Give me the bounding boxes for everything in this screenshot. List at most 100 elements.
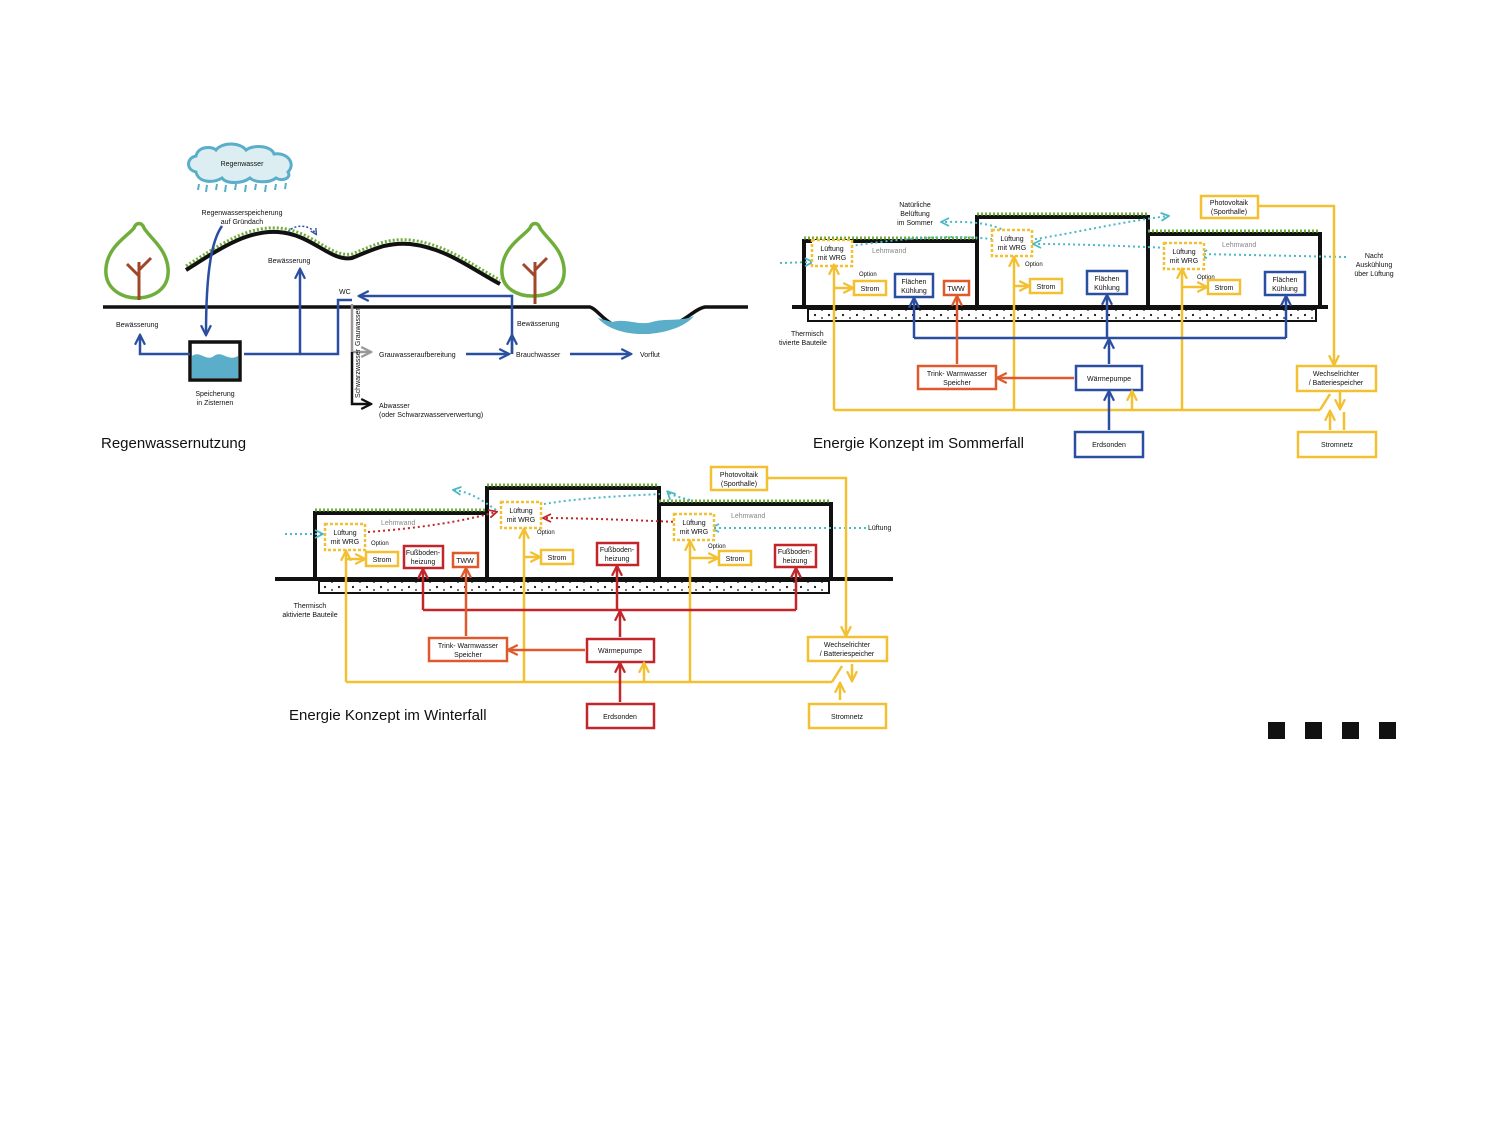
strom-label: Strom [1215, 285, 1234, 292]
vent-label: mit WRG [998, 245, 1026, 252]
summer-heatpump-box [1074, 364, 1144, 392]
summer-slab [807, 308, 1317, 322]
pv-label: Photovoltaik [720, 472, 759, 479]
vent-label: Lüftung [682, 520, 705, 527]
winter-caption: Energie Konzept im Winterfall [289, 707, 487, 724]
option-label: Option [708, 544, 726, 550]
boreholes-label: Erdsonden [603, 714, 637, 721]
pv-label: Photovoltaik [1210, 200, 1249, 207]
option-label: Option [537, 530, 555, 536]
inverter-label: / Batteriespeicher [1309, 380, 1364, 387]
cooling-label: Flächen [902, 279, 927, 286]
waste-label-2: (oder Schwarzwasserverwertung) [379, 412, 483, 419]
natural-vent-label: Belüftung [900, 211, 930, 218]
summer-cooling-flows [914, 296, 1286, 430]
floor-heating-label: Fußboden- [406, 550, 441, 557]
winter-floor-heating-3: Fußboden- heizung [773, 543, 818, 569]
green-roof-hills [184, 229, 501, 286]
heatpump-label: Wärmepumpe [1087, 376, 1131, 383]
cooling-label: Kühlung [1272, 286, 1298, 293]
pond [598, 316, 694, 334]
winter-exhaust-flows [367, 512, 679, 533]
tree-icon-left [104, 221, 170, 300]
winter-diagram: Lüftung mit WRG Lüftung mit WRG Lüftung … [275, 465, 893, 730]
winter-slab [318, 580, 830, 594]
dhw-label: Speicher [943, 380, 971, 387]
blackwater-label: Schwarzwasser [355, 348, 362, 398]
vent-label: Lüftung [509, 508, 532, 515]
winter-buildings [313, 486, 833, 578]
winter-heating-flows [423, 567, 796, 702]
irrigation-hill-label: Bewässerung [268, 258, 311, 265]
summer-boreholes-box [1073, 430, 1145, 459]
cistern-label-2: in Zisternen [197, 400, 234, 407]
rain-flows [140, 225, 630, 354]
winter-vent-3: Lüftung mit WRG [672, 512, 716, 542]
tww-label: TWW [456, 558, 474, 565]
cloud-icon: Regenwasser [187, 142, 293, 184]
cooling-label: Kühlung [1094, 285, 1120, 292]
inverter-label: Wechselrichter [1313, 371, 1360, 378]
summer-cooling-1: Flächen Kühlung [893, 272, 935, 299]
summer-cooling-3: Flächen Kühlung [1263, 270, 1307, 297]
floor-heating-label: Fußboden- [778, 549, 813, 556]
wc-label: WC [339, 289, 351, 296]
page-indicator [1268, 722, 1396, 739]
winter-vent-1: Lüftung mit WRG [323, 522, 367, 552]
night-label: Nacht [1365, 253, 1383, 260]
winter-grid-box [807, 702, 888, 730]
service-water-label: Brauchwasser [516, 352, 561, 359]
winter-ventilation-label: Lüftung [868, 525, 891, 532]
thermal-label-2: aktivierte Bauteile [282, 612, 337, 619]
summer-inverter-box [1295, 364, 1378, 393]
cooling-label: Flächen [1273, 277, 1298, 284]
vent-label: mit WRG [1170, 258, 1198, 265]
pv-label: (Sporthalle) [721, 481, 757, 488]
vent-label: Lüftung [1172, 249, 1195, 256]
vent-label: mit WRG [331, 539, 359, 546]
summer-caption: Energie Konzept im Sommerfall [813, 435, 1024, 452]
winter-fresh-air-flows [285, 490, 866, 534]
summer-buildings [802, 215, 1322, 306]
summer-vent-3: Lüftung mit WRG [1162, 241, 1206, 271]
option-label: Option [1197, 275, 1215, 281]
option-label: Option [1025, 262, 1043, 268]
strom-label: Strom [373, 557, 392, 564]
option-label: Option [859, 272, 877, 278]
rain-drops [197, 182, 287, 193]
vent-label: Lüftung [1000, 236, 1023, 243]
cloud-label: Regenwasser [221, 161, 264, 168]
floor-heating-label: Fußboden- [600, 547, 635, 554]
inverter-label: Wechselrichter [824, 642, 871, 649]
greywater-label: Grauwasser [355, 308, 362, 346]
option-label: Option [371, 541, 389, 547]
grey-treatment-label: Grauwasseraufbereitung [379, 352, 456, 359]
rainwater-diagram: Regenwasser Regenwasserspeicherung auf G… [101, 142, 748, 452]
summer-grid-box [1296, 430, 1378, 459]
summer-dhw-flows [957, 297, 1074, 378]
winter-floor-heating-2: Fußboden- heizung [595, 541, 640, 567]
dhw-label: Speicher [454, 652, 482, 659]
rainwater-caption: Regenwassernutzung [101, 435, 246, 452]
summer-grass [804, 212, 1320, 240]
heatpump-label: Wärmepumpe [598, 648, 642, 655]
vent-label: mit WRG [507, 517, 535, 524]
winter-floor-heating-1: Fußboden- heizung [402, 544, 445, 570]
winter-dhw-flows [466, 569, 585, 650]
tww-label: TWW [947, 286, 965, 293]
dhw-label: Trink- Warmwasser [927, 371, 988, 378]
inverter-label: / Batteriespeicher [820, 651, 875, 658]
irrigation-left-label: Bewässerung [116, 322, 159, 329]
vent-label: mit WRG [680, 529, 708, 536]
winter-vent-2: Lüftung mit WRG [499, 500, 543, 530]
dhw-label: Trink- Warmwasser [438, 643, 499, 650]
waste-label-1: Abwasser [379, 403, 410, 410]
strom-label: Strom [548, 555, 567, 562]
irrigation-right-label: Bewässerung [517, 321, 560, 328]
strom-label: Strom [1037, 284, 1056, 291]
lehmwand-label: Lehmwand [731, 513, 765, 520]
roof-overflow-arrow [287, 225, 316, 234]
night-label: über Lüftung [1354, 271, 1393, 278]
roof-storage-label-1: Regenwasserspeicherung [202, 210, 283, 217]
